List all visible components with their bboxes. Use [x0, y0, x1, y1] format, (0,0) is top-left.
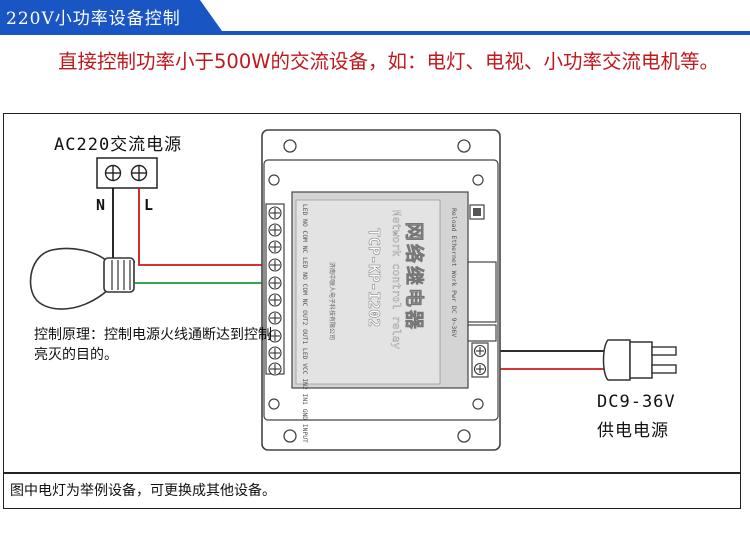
relay-name-en: Network control relay — [390, 210, 403, 349]
section-banner: 220V小功率设备控制 — [0, 0, 750, 38]
relay-block-text: LED NO COM NC LED NO COM NC OUT2 OUT1 LE… — [301, 204, 308, 443]
footer-divider — [3, 472, 741, 474]
light-bulb — [29, 247, 135, 310]
terminal-screw-n — [104, 164, 122, 182]
dc-power-plug — [602, 339, 677, 381]
banner-title: 220V小功率设备控制 — [6, 9, 181, 29]
relay-power-terminals — [473, 344, 487, 376]
terminal-screw-l — [130, 164, 148, 182]
banner-tab — [0, 0, 222, 31]
ac-terminal-block — [96, 157, 158, 189]
dc-supply-label: 供电电源 — [597, 421, 669, 441]
intro-text: 直接控制功率小于500W的交流设备，如：电灯、电视、小功率交流电机等。 — [58, 50, 720, 73]
live-label: L — [144, 196, 154, 214]
live-wire — [138, 188, 272, 266]
relay-model: TCP-KP-I202 — [365, 228, 383, 327]
relay-name-cn: 网络继电器 — [403, 222, 426, 332]
relay-vendor: 济南中联人电子科技有限公司 — [328, 262, 336, 340]
relay-side-text: Reload Ethernet Work Pwr DC 9~36V — [450, 208, 458, 337]
control-principle-note: 控制原理：控制电源火线通断达到控制亮灭的目的。 — [34, 327, 272, 363]
diagram-frame — [3, 113, 741, 509]
relay-left-terminals — [268, 206, 282, 376]
footer-note: 图中电灯为举例设备，可更换成其他设备。 — [10, 483, 276, 499]
banner-underline — [0, 31, 750, 35]
neutral-label: N — [96, 196, 106, 214]
ac-source-label: AC220交流电源 — [54, 135, 183, 155]
relay-enclosure: 网络继电器 Network control relay TCP-KP-I202 … — [261, 129, 501, 451]
dc-voltage-label: DC9-36V — [597, 392, 676, 412]
neutral-wire — [112, 188, 135, 263]
